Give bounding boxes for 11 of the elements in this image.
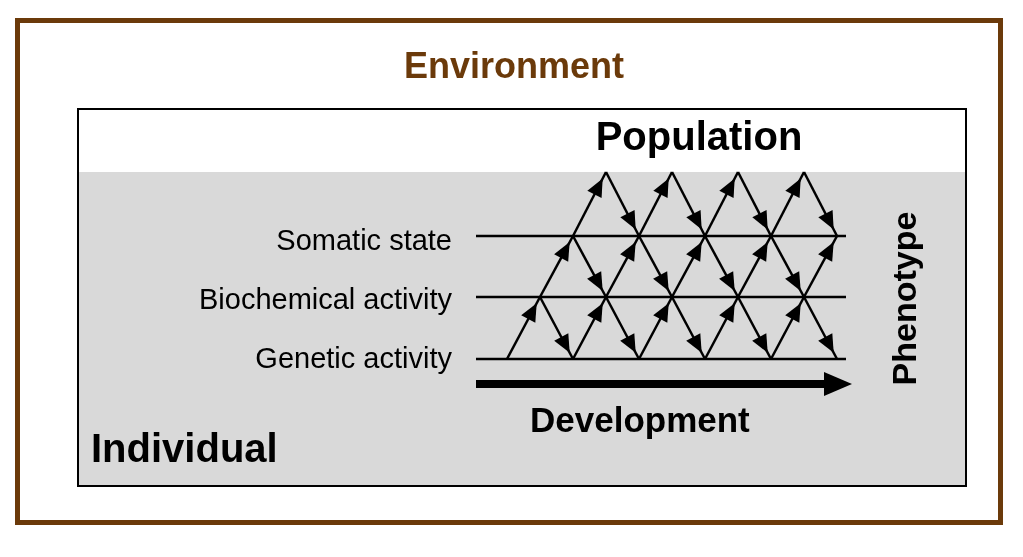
row-label: Biochemical activity bbox=[198, 283, 452, 316]
environment-box bbox=[15, 18, 1003, 525]
box-heading: Environment bbox=[403, 45, 625, 87]
row-label: Genetic activity bbox=[255, 342, 452, 375]
axis-label: Phenotype bbox=[885, 211, 925, 385]
individual-region bbox=[79, 172, 965, 485]
row-label: Somatic state bbox=[276, 224, 452, 257]
box-heading: Population bbox=[594, 114, 804, 159]
axis-label: Development bbox=[530, 400, 750, 440]
population-box bbox=[77, 108, 967, 487]
box-heading: Individual bbox=[91, 426, 278, 471]
